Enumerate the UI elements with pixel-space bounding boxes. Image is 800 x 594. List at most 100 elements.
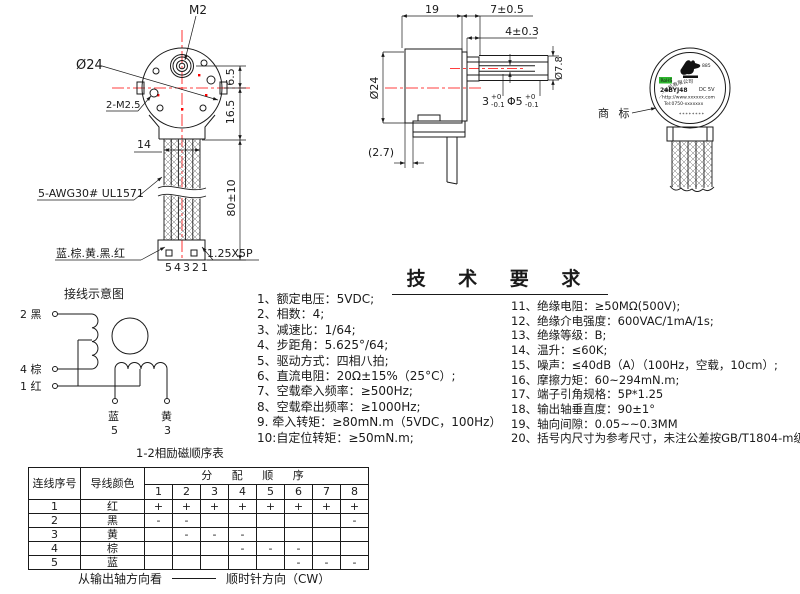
seq-cell: - bbox=[284, 541, 313, 556]
cable-break-symbol bbox=[157, 185, 207, 199]
seq-cell: + bbox=[340, 499, 369, 514]
wire-no: 4 bbox=[28, 541, 81, 556]
wire-no: 2 bbox=[28, 513, 81, 528]
seq-cell bbox=[200, 513, 229, 528]
seq-cell bbox=[284, 513, 313, 528]
front-plate bbox=[461, 51, 468, 122]
seq-cell bbox=[144, 541, 173, 556]
shaft-thread-hole bbox=[178, 62, 186, 70]
seq-cell bbox=[172, 541, 201, 556]
dim-3-sup: +0 bbox=[491, 93, 501, 101]
side-view-drawing: 19 7±0.5 4±0.3 Ø24 Ø7.8 3 +0 -0.1 Φ5 +0 … bbox=[368, 3, 565, 185]
wire-color: 棕 bbox=[80, 541, 145, 556]
body-dia-label: Ø24 bbox=[76, 58, 103, 73]
tech-item: 14、温升：≤60K; bbox=[511, 343, 608, 358]
yellow-label: 黄 bbox=[161, 409, 172, 423]
label-sticker-edge bbox=[654, 52, 726, 124]
seq-cell bbox=[256, 555, 285, 570]
seq-step: 4 bbox=[228, 484, 257, 500]
tab-left bbox=[136, 81, 145, 95]
front-dimensions bbox=[37, 15, 259, 261]
tech-item: 18、输出轴垂直度：90±1° bbox=[511, 401, 655, 416]
dim-3-sub: -0.1 bbox=[491, 101, 505, 109]
tel-text: Tel:0750-xxxxxxx bbox=[663, 101, 704, 107]
seq-cell bbox=[256, 527, 285, 542]
header-wire-no: 连线序号 bbox=[28, 467, 81, 500]
seq-step: 3 bbox=[200, 484, 229, 500]
front-view-drawing: M2 Ø24 2-M2.5 6.5 16.5 80±10 14 5-AWG30#… bbox=[37, 3, 259, 274]
tech-item: 6、直流电阻：20Ω±15%（25°C）; bbox=[257, 369, 456, 384]
tech-requirements-left: 1、额定电压：5VDC; 2、相数：4; 3、减速比：1/64; 4、步距角：5… bbox=[257, 292, 501, 446]
wire-no: 5 bbox=[28, 555, 81, 570]
tech-item: 2、相数：4; bbox=[257, 307, 325, 322]
tech-requirements-title: 技 术 要 求 bbox=[392, 264, 608, 295]
footer-view-text: 从输出轴方向看 bbox=[78, 572, 163, 586]
wire-color: 黑 bbox=[80, 513, 145, 528]
dia-5-base: Φ5 bbox=[507, 95, 523, 108]
side-dimensions bbox=[381, 14, 559, 168]
seq-cell: + bbox=[284, 499, 313, 514]
seq-cell: + bbox=[228, 499, 257, 514]
seq-cell: - bbox=[172, 527, 201, 542]
seq-cell bbox=[200, 555, 229, 570]
table-row: 2 黑 - - - bbox=[28, 513, 369, 528]
seq-cell bbox=[228, 555, 257, 570]
seq-cell bbox=[340, 541, 369, 556]
seq-cell: - bbox=[200, 527, 229, 542]
table-row: 4 棕 - - - bbox=[28, 541, 369, 556]
tech-item: 19、轴向间隙：0.05~~0.3MM bbox=[511, 416, 678, 431]
rohs-text: RoHS bbox=[661, 78, 673, 84]
tech-item: 15、噪声：≤40dB（A）（100Hz，空载，10cm）; bbox=[511, 357, 778, 372]
seq-cell: + bbox=[256, 499, 285, 514]
terminal-5 bbox=[112, 398, 118, 404]
sequence-table-title: 1-2相励磁顺序表 bbox=[136, 446, 224, 460]
seq-cell: + bbox=[144, 499, 173, 514]
terminal-1 bbox=[52, 383, 58, 389]
dim-19: 19 bbox=[425, 3, 439, 16]
trademark-callout: 商 标 bbox=[598, 106, 633, 120]
seq-cell: + bbox=[312, 499, 341, 514]
seq-cell: - bbox=[340, 555, 369, 570]
table-row: 3 黄 - - - bbox=[28, 527, 369, 542]
connector bbox=[157, 239, 206, 261]
shaft-thread-label: M2 bbox=[189, 3, 207, 17]
seq-cell bbox=[312, 541, 341, 556]
tech-item: 4、步距角：5.625°/64; bbox=[257, 338, 389, 353]
mount-holes-label: 2-M2.5 bbox=[106, 100, 141, 111]
seq-cell: - bbox=[144, 513, 173, 528]
seq-cell: - bbox=[312, 555, 341, 570]
seq-cell: - bbox=[284, 555, 313, 570]
seq-step: 2 bbox=[172, 484, 201, 500]
seq-cell: + bbox=[200, 499, 229, 514]
dim-3-base: 3 bbox=[482, 95, 489, 108]
dim-6-5: 6.5 bbox=[224, 68, 237, 86]
label-view-drawing: 商 标 ·····电机有限公司 885 RoHS 24BYJ48 DC 5V h… bbox=[598, 47, 731, 192]
dim-7: 7±0.5 bbox=[490, 3, 524, 16]
seq-cell: - bbox=[340, 513, 369, 528]
dim-80: 80±10 bbox=[225, 179, 238, 216]
footer-dash-line bbox=[172, 578, 217, 579]
excitation-sequence-table: 连线序号 导线颜色 分 配 顺 序 1 2 3 4 5 6 7 8 1 红 + … bbox=[28, 467, 369, 570]
side-body bbox=[404, 48, 463, 124]
trademark-leader bbox=[631, 107, 657, 114]
shaft-boss bbox=[170, 54, 194, 78]
dia-5-sub: -0.1 bbox=[525, 101, 539, 109]
coil-horizontal bbox=[114, 362, 168, 370]
seq-cell: - bbox=[172, 513, 201, 528]
label-motor-outline bbox=[649, 47, 731, 129]
tech-item: 20、括号内尺寸为参考尺寸，未注公差按GB/T1804-m级。 bbox=[511, 431, 800, 446]
seq-cell: - bbox=[256, 541, 285, 556]
seq-cell: + bbox=[172, 499, 201, 514]
tech-item: 10:自定位转矩：≥50mN.m; bbox=[257, 430, 414, 445]
tech-item: 9. 牵入转矩：≥80mN.m（5VDC，100Hz） bbox=[257, 415, 502, 430]
model-text: 24BYJ48 bbox=[660, 87, 688, 94]
wiring-diagram: 接线示意图 2 黑 4 棕 1 红 蓝 5 黄 3 bbox=[20, 286, 172, 437]
seq-step: 6 bbox=[284, 484, 313, 500]
side-dia24: Ø24 bbox=[368, 77, 381, 100]
terminal-2 bbox=[52, 311, 58, 317]
pin-numbers-label: 54321 bbox=[165, 261, 210, 274]
dim-14: 14 bbox=[137, 138, 151, 151]
wire-color: 黄 bbox=[80, 527, 145, 542]
seq-cell bbox=[340, 527, 369, 542]
